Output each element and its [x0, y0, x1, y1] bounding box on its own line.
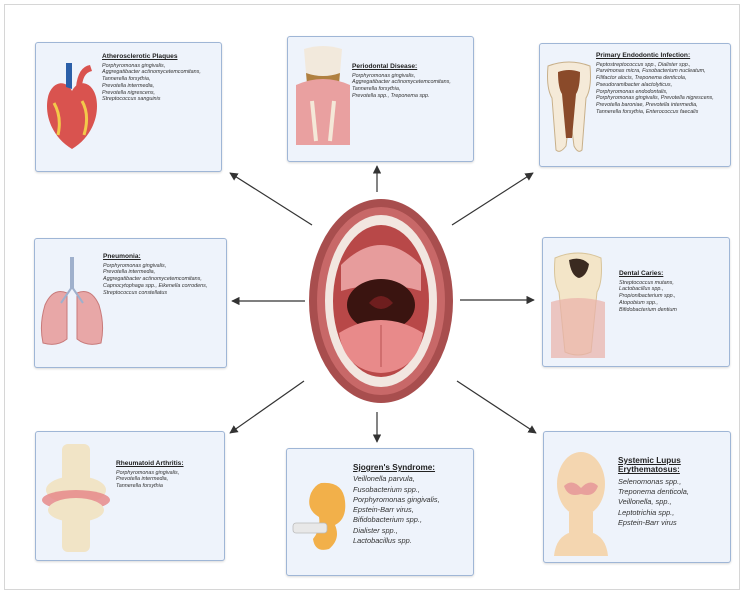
box-systemic-lupus-erythematosus: Systemic Lupus Erythematosus: Selenomona…	[543, 431, 731, 563]
list-item: Selenomonas spp.,	[618, 477, 710, 487]
sjogren-list: Veillonella parvula, Fusobacterium spp.,…	[353, 474, 440, 546]
heart-icon	[42, 57, 102, 153]
list-item: Bifidobacterium spp.,	[353, 515, 440, 525]
list-item: Dialister spp.,	[353, 526, 440, 536]
box-sjogrens-syndrome: Sjogren's Syndrome: Veillonella parvula,…	[286, 448, 474, 576]
list-item: Parvimonas micra, Fusobacterium nucleatu…	[596, 68, 714, 75]
ra-list: Porphyromonas gingivalis, Prevotella int…	[116, 470, 184, 490]
list-item: Porphyromonas gingivalis,	[352, 73, 451, 80]
list-item: Lactobacillus spp.	[353, 536, 440, 546]
box-primary-endodontic-infection: Primary Endodontic Infection: Peptostrep…	[539, 43, 731, 167]
list-item: Peptostreptococcus spp., Dialister spp.,	[596, 62, 714, 69]
list-item: Tannerella forsythia	[116, 483, 184, 490]
caries-title: Dental Caries:	[619, 270, 677, 278]
list-item: Prevotella intermedia,	[102, 83, 201, 90]
box-pneumonia: Pneumonia: Porphyromonas gingivalis, Pre…	[34, 238, 227, 368]
list-item: Veillonella, spp.,	[618, 497, 710, 507]
list-item: Porphyromonas endodontalis,	[596, 89, 714, 96]
list-item: Bifidobacterium dentium	[619, 307, 677, 314]
athero-list: Porphyromonas gingivalis, Aggregatibacte…	[102, 63, 201, 104]
list-item: Leptotrichia spp.,	[618, 508, 710, 518]
list-item: Tannerella forsythia,	[102, 76, 201, 83]
list-item: Prevotella intermedia,	[103, 269, 207, 276]
ra-title: Rheumatoid Arthritis:	[116, 460, 184, 468]
list-item: Aggregatibacter actinomycetemcomitans,	[352, 79, 451, 86]
list-item: Pseudoramibacter alactolyticus,	[596, 82, 714, 89]
list-item: Tannerella forsythia,	[352, 86, 451, 93]
list-item: Streptococcus mutans,	[619, 280, 677, 287]
sle-title: Systemic Lupus Erythematosus:	[618, 456, 710, 475]
list-item: Porphyromonas gingivalis,	[103, 263, 207, 270]
list-item: Aggregatibacter actinomycetemcomitans,	[103, 276, 207, 283]
box-periodontal-disease: Periodontal Disease: Porphyromonas gingi…	[287, 36, 474, 162]
salivary-gland-icon	[291, 479, 353, 555]
caries-list: Streptococcus mutans, Lactobacillus spp.…	[619, 280, 677, 314]
list-item: Porphyromonas gingivalis,	[353, 495, 440, 505]
list-item: Streptococcus sanguinis	[102, 96, 201, 103]
endo-title: Primary Endodontic Infection:	[596, 52, 714, 60]
perio-list: Porphyromonas gingivalis, Aggregatibacte…	[352, 73, 451, 100]
arrow-to-athero	[230, 173, 312, 225]
box-dental-caries: Dental Caries: Streptococcus mutans, Lac…	[542, 237, 730, 367]
arrow-to-ra	[230, 381, 304, 433]
perio-title: Periodontal Disease:	[352, 63, 451, 71]
sle-list: Selenomonas spp., Treponema denticola, V…	[618, 477, 710, 528]
head-butterfly-rash-icon	[550, 446, 612, 556]
list-item: Capnocytophaga spp., Eikenella corrodens…	[103, 283, 207, 290]
arrow-to-sle	[457, 381, 536, 433]
tooth-cross-section-icon	[544, 58, 594, 154]
list-item: Treponema denticola,	[618, 487, 710, 497]
list-item: Tannerella forsythia, Enterococcus faeca…	[596, 109, 714, 116]
list-item: Prevotella baroniae, Prevotella intermed…	[596, 102, 714, 109]
athero-title: Atherosclerotic Plaques	[102, 53, 201, 61]
endo-list: Peptostreptococcus spp., Dialister spp.,…	[596, 62, 714, 116]
pneumonia-list: Porphyromonas gingivalis, Prevotella int…	[103, 263, 207, 297]
list-item: Veillonella parvula,	[353, 474, 440, 484]
list-item: Prevotella nigrescens,	[102, 90, 201, 97]
list-item: Porphyromonas gingivalis,	[116, 470, 184, 477]
list-item: Lactobacillus spp.,	[619, 286, 677, 293]
mouth-illustration	[305, 195, 457, 407]
lungs-icon	[39, 255, 105, 351]
knee-joint-icon	[40, 444, 112, 552]
list-item: Epstein-Barr virus	[618, 518, 710, 528]
list-item: Prevotella spp., Treponema spp.	[352, 93, 451, 100]
list-item: Porphyromonas gingivalis, Prevotella nig…	[596, 95, 714, 102]
gum-tooth-icon	[294, 45, 352, 149]
box-atherosclerotic-plaques: Atherosclerotic Plaques Porphyromonas gi…	[35, 42, 222, 172]
list-item: Aggregatibacter actinomycetemcomitans,	[102, 69, 201, 76]
arrow-to-endo	[452, 173, 533, 225]
list-item: Epstein-Barr virus,	[353, 505, 440, 515]
decayed-tooth-icon	[549, 248, 607, 358]
list-item: Propionibacterium spp.,	[619, 293, 677, 300]
list-item: Porphyromonas gingivalis,	[102, 63, 201, 70]
list-item: Atopobium spp.,	[619, 300, 677, 307]
box-rheumatoid-arthritis: Rheumatoid Arthritis: Porphyromonas ging…	[35, 431, 225, 561]
list-item: Filifactor alocis, Treponema denticola,	[596, 75, 714, 82]
list-item: Streptococcus constellatus	[103, 290, 207, 297]
pneumonia-title: Pneumonia:	[103, 253, 207, 261]
sjogren-title: Sjogren's Syndrome:	[353, 463, 440, 472]
list-item: Fusobacterium spp.,	[353, 485, 440, 495]
list-item: Prevotella intermedia,	[116, 476, 184, 483]
